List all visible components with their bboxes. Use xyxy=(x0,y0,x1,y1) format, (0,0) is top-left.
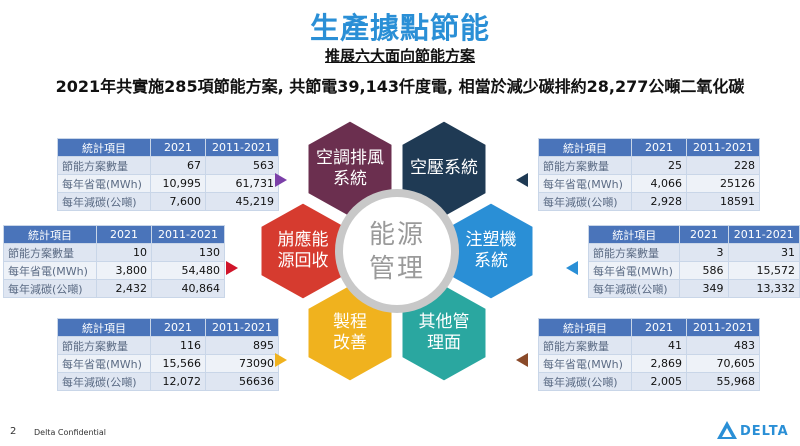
cell-cumulative: 55,968 xyxy=(686,372,760,391)
row-label: 每年省電(MWh) xyxy=(538,174,632,193)
row-label: 每年省電(MWh) xyxy=(57,174,151,193)
cell-2021: 3,800 xyxy=(96,261,152,280)
row-label: 每年省電(MWh) xyxy=(3,261,97,280)
cell-cumulative: 563 xyxy=(205,156,279,175)
table-header-cell: 2021 xyxy=(631,138,687,157)
cell-cumulative: 40,864 xyxy=(151,279,225,298)
hex-label-other: 其他管理面 xyxy=(418,312,470,353)
cell-cumulative: 130 xyxy=(151,243,225,262)
cell-cumulative: 54,480 xyxy=(151,261,225,280)
pointer-marker-other xyxy=(516,353,528,367)
row-label: 節能方案數量 xyxy=(3,243,97,262)
row-label: 每年減碳(公噸) xyxy=(57,192,151,211)
cell-cumulative: 31 xyxy=(727,243,800,262)
cell-cumulative: 45,219 xyxy=(205,192,279,211)
hex-label-hvac: 空調排風系統 xyxy=(316,148,384,189)
cell-cumulative: 56636 xyxy=(205,372,279,391)
table-header-cell: 2021 xyxy=(150,138,206,157)
summary-headline: 2021年共實施285項節能方案, 共節電39,143仟度電, 相當於減少碳排約… xyxy=(55,77,745,96)
hex-label-injection: 注塑機系統 xyxy=(465,230,517,271)
row-label: 每年減碳(公噸) xyxy=(57,372,151,391)
cell-2021: 7,600 xyxy=(150,192,206,211)
table-header-cell: 統計項目 xyxy=(538,138,632,157)
row-label: 每年減碳(公噸) xyxy=(538,372,632,391)
cell-2021: 3 xyxy=(679,243,729,262)
cell-cumulative: 61,731 xyxy=(205,174,279,193)
row-label: 節能方案數量 xyxy=(538,156,632,175)
table-header-cell: 2011-2021 xyxy=(686,318,760,337)
cell-cumulative: 25126 xyxy=(686,174,760,193)
cell-2021: 10 xyxy=(96,243,152,262)
cell-2021: 15,566 xyxy=(150,354,206,373)
row-label: 每年省電(MWh) xyxy=(57,354,151,373)
page-title: 生產據點節能 xyxy=(309,11,490,45)
row-label: 節能方案數量 xyxy=(57,156,151,175)
cell-2021: 2,869 xyxy=(631,354,687,373)
cell-2021: 12,072 xyxy=(150,372,206,391)
row-label: 節能方案數量 xyxy=(538,336,632,355)
row-label: 節能方案數量 xyxy=(587,243,681,262)
row-label: 節能方案數量 xyxy=(57,336,151,355)
table-header-cell: 2011-2021 xyxy=(151,225,225,244)
cell-2021: 116 xyxy=(150,336,206,355)
cell-2021: 349 xyxy=(679,279,729,298)
pointer-marker-compressor xyxy=(516,173,528,187)
cell-2021: 4,066 xyxy=(631,174,687,193)
cell-2021: 67 xyxy=(150,156,206,175)
cell-cumulative: 15,572 xyxy=(727,261,800,280)
table-header-cell: 統計項目 xyxy=(587,225,681,244)
page-subtitle: 推展六大面向節能方案 xyxy=(324,47,475,65)
cell-cumulative: 70,605 xyxy=(686,354,760,373)
hex-label-compressor: 空壓系統 xyxy=(410,158,478,178)
table-header-cell: 統計項目 xyxy=(57,318,151,337)
pointer-marker-injection xyxy=(566,261,578,275)
table-header-cell: 2021 xyxy=(679,225,729,244)
cell-2021: 41 xyxy=(631,336,687,355)
delta-logo-text: DELTA xyxy=(740,424,789,439)
hex-label-process: 製程改善 xyxy=(333,312,367,353)
hex-label-retro: 崩應能源回收 xyxy=(277,230,329,271)
table-header-cell: 2021 xyxy=(96,225,152,244)
table-header-cell: 統計項目 xyxy=(57,138,151,157)
row-label: 每年減碳(公噸) xyxy=(587,279,681,298)
table-header-cell: 統計項目 xyxy=(3,225,97,244)
page-number: 2 xyxy=(10,426,17,437)
pointer-marker-hvac xyxy=(275,173,287,187)
confidential-note: Delta Confidential xyxy=(34,428,107,437)
row-label: 每年減碳(公噸) xyxy=(3,279,97,298)
cell-2021: 586 xyxy=(679,261,729,280)
cell-2021: 2,928 xyxy=(631,192,687,211)
table-header-cell: 2011-2021 xyxy=(727,225,800,244)
cell-cumulative: 228 xyxy=(686,156,760,175)
cell-cumulative: 13,332 xyxy=(727,279,800,298)
cell-cumulative: 73090 xyxy=(205,354,279,373)
pointer-marker-process xyxy=(275,353,287,367)
table-header-cell: 2011-2021 xyxy=(686,138,760,157)
cell-2021: 10,995 xyxy=(150,174,206,193)
cell-2021: 25 xyxy=(631,156,687,175)
row-label: 每年省電(MWh) xyxy=(587,261,681,280)
cell-cumulative: 18591 xyxy=(686,192,760,211)
row-label: 每年省電(MWh) xyxy=(538,354,632,373)
cell-2021: 2,005 xyxy=(631,372,687,391)
table-header-cell: 2021 xyxy=(631,318,687,337)
pointer-marker-retro xyxy=(226,261,238,275)
table-header-cell: 2011-2021 xyxy=(205,318,279,337)
cell-2021: 2,432 xyxy=(96,279,152,298)
cell-cumulative: 483 xyxy=(686,336,760,355)
table-header-cell: 統計項目 xyxy=(538,318,632,337)
center-label: 能源管理 xyxy=(368,220,425,284)
table-header-cell: 2011-2021 xyxy=(205,138,279,157)
delta-triangle-icon xyxy=(717,421,737,439)
table-header-cell: 2021 xyxy=(150,318,206,337)
cell-cumulative: 895 xyxy=(205,336,279,355)
row-label: 每年減碳(公噸) xyxy=(538,192,632,211)
